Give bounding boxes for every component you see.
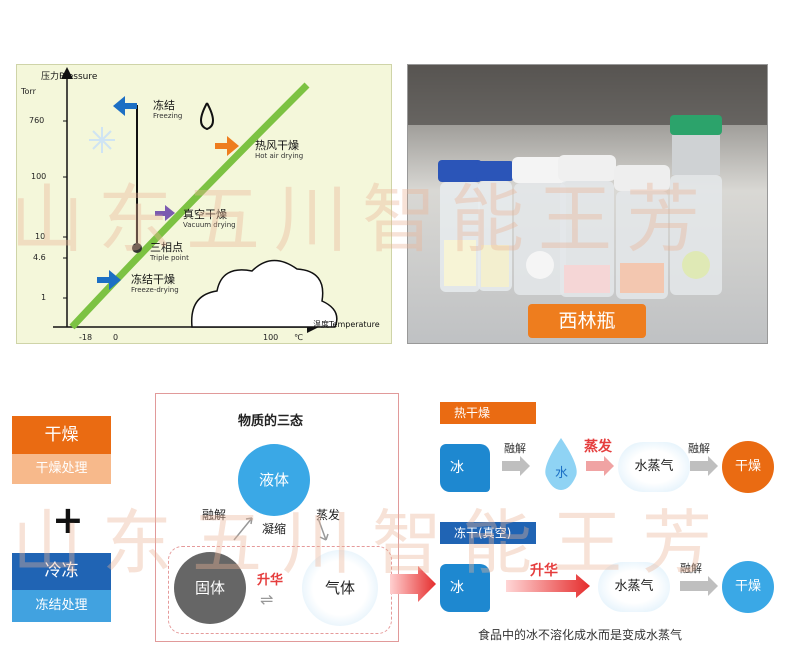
triple-point-label-en: Triple point [150,254,189,262]
hot-air-label-en: Hot air drying [255,152,303,160]
sublimate-arrows-icon: ⇌ [260,590,273,609]
freezing-box: 冷冻 [12,553,111,590]
x-axis-label: 温度Temperature [313,319,380,330]
freezing-arrow [113,96,137,116]
freezing-label-cn: 冻结 [153,97,175,113]
y-axis-label: 压力Pressure [41,69,97,82]
gas-circle: 气体 [302,550,378,626]
triple-point-label-cn: 三相点 [150,239,183,255]
transition-arrows [226,512,336,542]
x-tick-minus18: -18 [79,333,92,342]
freeze-dry-arrow [97,270,121,290]
freeze-dry-tag: 冻干(真空) [440,522,536,544]
hot-melt-label: 融解 [504,440,526,456]
liquid-circle: 液体 [238,444,310,516]
states-of-matter-box: 物质的三态 液体 融解 凝缩 蒸发 固体 升华 ⇌ 气体 [155,393,399,642]
freezing-process-box: 冻结处理 [12,590,111,622]
sublimate-label: 升华 [257,569,283,588]
drying-box: 干燥 [12,416,111,454]
states-title: 物质的三态 [238,410,303,429]
x-tick-0: 0 [113,333,118,342]
x-tick-100: 100 [263,333,278,342]
red-flow-arrow [390,566,438,602]
y-tick-100: 100 [31,172,46,181]
phase-diagram-panel: 压力Pressure Torr 760 100 10 4.6 1 -18 0 1… [16,64,392,344]
hot-dry-tag: 热干燥 [440,402,536,424]
y-tick-4-6: 4.6 [33,253,46,262]
freeze-vapor-cloud: 水蒸气 [598,562,670,612]
footnote: 食品中的冰不溶化成水而是变成水蒸气 [478,626,682,643]
snowflake-icon [89,127,115,153]
y-unit-label: Torr [21,87,36,96]
drying-process-box: 干燥处理 [12,454,111,484]
hot-arrow-1 [502,456,532,476]
freeze-arrow-gray [680,576,720,596]
freeze-red-arrow [506,574,592,598]
hot-vapor-cloud: 水蒸气 [618,442,690,492]
vial-blue-2 [476,161,514,291]
vial-caption-badge: 西林瓶 [528,304,646,338]
plus-sign: + [52,498,84,542]
vials-photo [407,64,768,344]
hot-arrow-2 [586,456,616,476]
y-tick-760: 760 [29,116,44,125]
vials-illustration [408,65,768,344]
freezing-label-en: Freezing [153,112,182,120]
vial-blue-1 [438,160,482,292]
water-drop-icon [201,103,213,129]
phase-diagram-svg [17,65,393,345]
vial-green-cap [670,115,722,295]
y-tick-10: 10 [35,232,45,241]
hot-arrow-3 [690,456,720,476]
x-tick-unit: ℃ [294,333,303,342]
vial-white-2 [558,155,616,297]
hot-dry-result: 干燥 [722,441,774,493]
freeze-dry-result: 干燥 [722,561,774,613]
freeze-dry-label-cn: 冻结干燥 [131,271,175,287]
hot-evaporate-label: 蒸发 [584,436,612,456]
y-tick-1: 1 [41,293,46,302]
freeze-melt-label: 融解 [680,560,702,576]
freeze-ice-cube: 冰 [440,564,490,612]
hot-melt2-label: 融解 [688,440,710,456]
triple-point-dot [132,243,142,253]
hot-air-label-cn: 热风干燥 [255,137,299,153]
hot-ice-cube: 冰 [440,444,490,492]
melt-label: 融解 [202,506,226,523]
freeze-dry-label-en: Freeze-drying [131,286,179,294]
solid-circle: 固体 [174,552,246,624]
cloud-icon [192,260,337,327]
vial-white-3 [614,165,670,299]
hot-water-label: 水 [555,462,568,481]
vacuum-label-cn: 真空干燥 [183,206,227,222]
vacuum-label-en: Vacuum drying [183,221,236,229]
